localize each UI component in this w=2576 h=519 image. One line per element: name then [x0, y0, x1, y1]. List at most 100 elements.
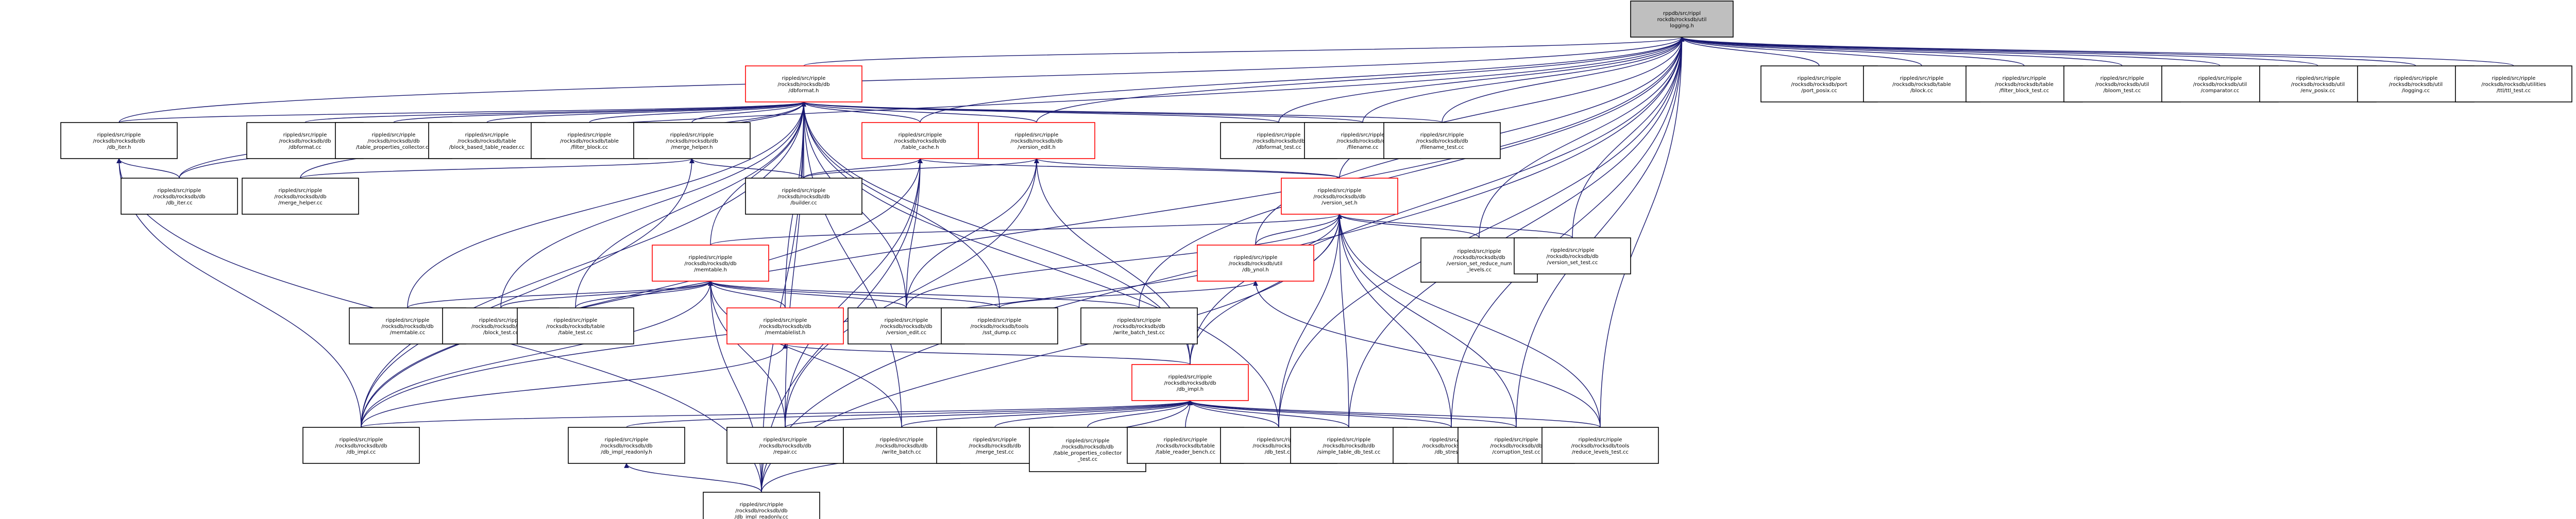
- include-edge: [1188, 400, 1517, 428]
- node-box: [633, 122, 751, 159]
- file-node-logging-h[interactable]: rppdb/src/ripplrockdb/rocksdb/utilloggin…: [1630, 1, 1734, 38]
- node-label-line: /rocksdb/rocksdb/db: [1252, 139, 1304, 144]
- file-node-version-set-test[interactable]: rippled/src/ripple/rocksdb/rocksdb/db/ve…: [1514, 237, 1631, 274]
- node-label-line: rippled/src/ripple: [1318, 188, 1362, 194]
- file-node-builder-cc[interactable]: rippled/src/ripple/rocksdb/rocksdb/db/bu…: [745, 178, 862, 215]
- include-edge: [801, 101, 921, 123]
- include-edge: [803, 158, 1039, 179]
- include-edge: [783, 343, 1191, 365]
- file-node-simple-table-db-test[interactable]: rippled/src/ripple/rocksdb/rocksdb/db/si…: [1290, 427, 1408, 464]
- node-label-line: /db_ynol.h: [1242, 267, 1269, 273]
- node-label-line: /rocksdb/rocksdb/table: [471, 324, 530, 330]
- file-node-block-cc[interactable]: rippled/src/ripple/rocksdb/rocksdb/table…: [1863, 65, 1980, 102]
- node-label-line: rippled/src/ripple: [880, 437, 924, 443]
- node-label-line: rippled/src/ripple: [2394, 76, 2438, 81]
- file-node-logging-cc[interactable]: rippled/src/ripple/rocksdb/rocksdb/util/…: [2357, 65, 2475, 102]
- node-label-line: /rocksdb/rocksdb/db: [875, 443, 927, 449]
- file-node-dbformat-h[interactable]: rippled/src/ripple/rocksdb/rocksdb/db/db…: [745, 65, 862, 102]
- node-label-line: /logging.cc: [2402, 88, 2430, 94]
- node-label-line: rippled/src/ripple: [2100, 76, 2144, 81]
- node-label-line: /merge_test.cc: [976, 449, 1014, 455]
- include-edge: [1139, 37, 1685, 308]
- file-node-db-iter-h[interactable]: rippled/src/ripple/rocksdb/rocksdb/db/db…: [60, 122, 178, 159]
- include-edge: [407, 281, 713, 308]
- node-label-line: rippled/src/ripple: [1257, 132, 1301, 138]
- node-label-line: rippled/src/ripple: [372, 132, 416, 138]
- file-node-repair-cc[interactable]: rippled/src/ripple/rocksdb/rocksdb/db/re…: [726, 427, 844, 464]
- node-box: [726, 307, 844, 344]
- include-edge: [624, 463, 762, 493]
- file-node-db-impl-readonly-h[interactable]: rippled/src/ripple/rocksdb/rocksdb/db/db…: [568, 427, 685, 464]
- node-box: [1760, 65, 1878, 102]
- file-node-table-cache-h[interactable]: rippled/src/ripple/rocksdb/rocksdb/db/ta…: [861, 122, 979, 159]
- include-edge: [1362, 37, 1685, 123]
- file-node-bloom-test[interactable]: rippled/src/ripple/rocksdb/rocksdb/util/…: [2063, 65, 2181, 102]
- file-node-block-based-reader[interactable]: rippled/src/ripple/rocksdb/rocksdb/table…: [428, 122, 546, 159]
- include-edge: [710, 101, 806, 246]
- file-node-db-impl-readonly-cc[interactable]: rippled/src/ripple/rocksdb/rocksdb/db/db…: [703, 492, 820, 519]
- file-node-port-posix[interactable]: rippled/src/ripple/rocksdb/rocksdb/port/…: [1760, 65, 1878, 102]
- file-node-merge-helper-h[interactable]: rippled/src/ripple/rocksdb/rocksdb/db/me…: [633, 122, 751, 159]
- file-node-filename-test[interactable]: rippled/src/ripple/rocksdb/rocksdb/db/fi…: [1383, 122, 1501, 159]
- file-node-version-set-h[interactable]: rippled/src/ripple/rocksdb/rocksdb/db/ve…: [1281, 178, 1398, 215]
- node-label-line: /db_test.cc: [1265, 449, 1293, 455]
- file-node-filter-block-test[interactable]: rippled/src/ripple/rocksdb/rocksdb/table…: [1965, 65, 2083, 102]
- include-edge: [803, 37, 1684, 66]
- file-node-memtablelist-h[interactable]: rippled/src/ripple/rocksdb/rocksdb/db/me…: [726, 307, 844, 344]
- file-node-db-iter-cc[interactable]: rippled/src/ripple/rocksdb/rocksdb/db/db…: [121, 178, 238, 215]
- file-node-db-impl-cc2[interactable]: rippled/src/ripple/rocksdb/rocksdb/db/db…: [302, 427, 420, 464]
- file-node-tpc-test[interactable]: rippled/src/ripple/rocksdb/rocksdb/db/ta…: [1029, 427, 1146, 472]
- node-label-line: /db_iter.cc: [166, 200, 192, 206]
- node-box: [941, 307, 1058, 344]
- file-node-table-test[interactable]: rippled/src/ripple/rocksdb/rocksdb/table…: [517, 307, 634, 344]
- file-node-write-batch-test[interactable]: rippled/src/ripple/rocksdb/rocksdb/db/wr…: [1080, 307, 1198, 344]
- node-label-line: rippled/src/ripple: [973, 437, 1017, 443]
- node-box: [1383, 122, 1501, 159]
- file-node-env-posix[interactable]: rippled/src/ripple/rocksdb/rocksdb/util/…: [2259, 65, 2377, 102]
- node-label-line: /rocksdb/rocksdb/db: [93, 139, 145, 144]
- node-label-line: rippled/src/ripple: [605, 437, 649, 443]
- file-node-sst-dump[interactable]: rippled/src/ripple/rocksdb/rocksdb/tools…: [941, 307, 1058, 344]
- node-label-line: /rocksdb/rocksdb/util: [2389, 82, 2443, 88]
- node-label-line: /version_edit.cc: [886, 330, 926, 336]
- node-label-line: rippled/src/ripple: [1551, 248, 1595, 253]
- node-label-line: rippled/src/ripple: [1257, 437, 1301, 443]
- file-node-comparator[interactable]: rippled/src/ripple/rocksdb/rocksdb/util/…: [2161, 65, 2279, 102]
- node-label-line: /rocksdb/rocksdb/db: [381, 324, 433, 330]
- include-edge: [304, 101, 806, 123]
- node-label-line: rippled/src/ripple: [340, 437, 383, 443]
- file-node-filter-block-cc[interactable]: rippled/src/ripple/rocksdb/rocksdb/table…: [531, 122, 648, 159]
- node-label-line: /port_posix.cc: [1801, 88, 1837, 94]
- node-box: [1029, 427, 1146, 472]
- node-box: [1131, 364, 1249, 401]
- node-label-line: rippled/src/ripple: [1164, 437, 1208, 443]
- node-box: [2259, 65, 2377, 102]
- node-label-line: rippled/src/ripple: [568, 132, 612, 138]
- include-edge: [1255, 214, 1342, 246]
- node-label-line: /rocksdb/rocksdb/db: [735, 508, 787, 514]
- node-label-line: /rocksdb/rocksdb/table: [1156, 443, 1215, 449]
- node-label-line: /block_based_table_reader.cc: [449, 145, 524, 150]
- include-edge: [1679, 37, 2221, 66]
- include-edge: [708, 281, 786, 308]
- file-node-reduce-levels-test[interactable]: rippled/src/ripple/rocksdb/rocksdb/tools…: [1541, 427, 1659, 464]
- include-edge: [920, 37, 1685, 123]
- node-label-line: /sst_dump.cc: [982, 330, 1016, 336]
- node-label-line: /db_iter.h: [107, 145, 131, 150]
- node-label-line: rippled/src/ripple: [670, 132, 714, 138]
- include-edge: [1188, 400, 1279, 428]
- file-node-version-edit-h[interactable]: rippled/src/ripple/rocksdb/rocksdb/db/ve…: [978, 122, 1095, 159]
- include-edge: [710, 214, 1342, 246]
- node-label-line: /reduce_levels_test.cc: [1572, 449, 1629, 455]
- file-node-memtable-h[interactable]: rippled/src/ripple/rocksdb/rocksdb/db/me…: [652, 245, 769, 282]
- node-label-line: /filename_test.cc: [1420, 145, 1464, 150]
- node-label-line: rppdb/src/rippl: [1663, 11, 1701, 16]
- file-node-db-impl-h[interactable]: rippled/src/ripple/rocksdb/rocksdb/db/db…: [1131, 364, 1249, 401]
- include-edge: [785, 400, 1193, 428]
- file-node-merge-helper-cc[interactable]: rippled/src/ripple/rocksdb/rocksdb/db/me…: [242, 178, 359, 215]
- file-node-ttl-test[interactable]: rippled/src/ripple/rocksdb/rocksdb/utili…: [2455, 65, 2572, 102]
- file-node-db-ynol-h[interactable]: rippled/src/ripple/rocksdb/rocksdb/util/…: [1197, 245, 1314, 282]
- node-box: [1281, 178, 1398, 215]
- include-edge: [1188, 400, 1601, 428]
